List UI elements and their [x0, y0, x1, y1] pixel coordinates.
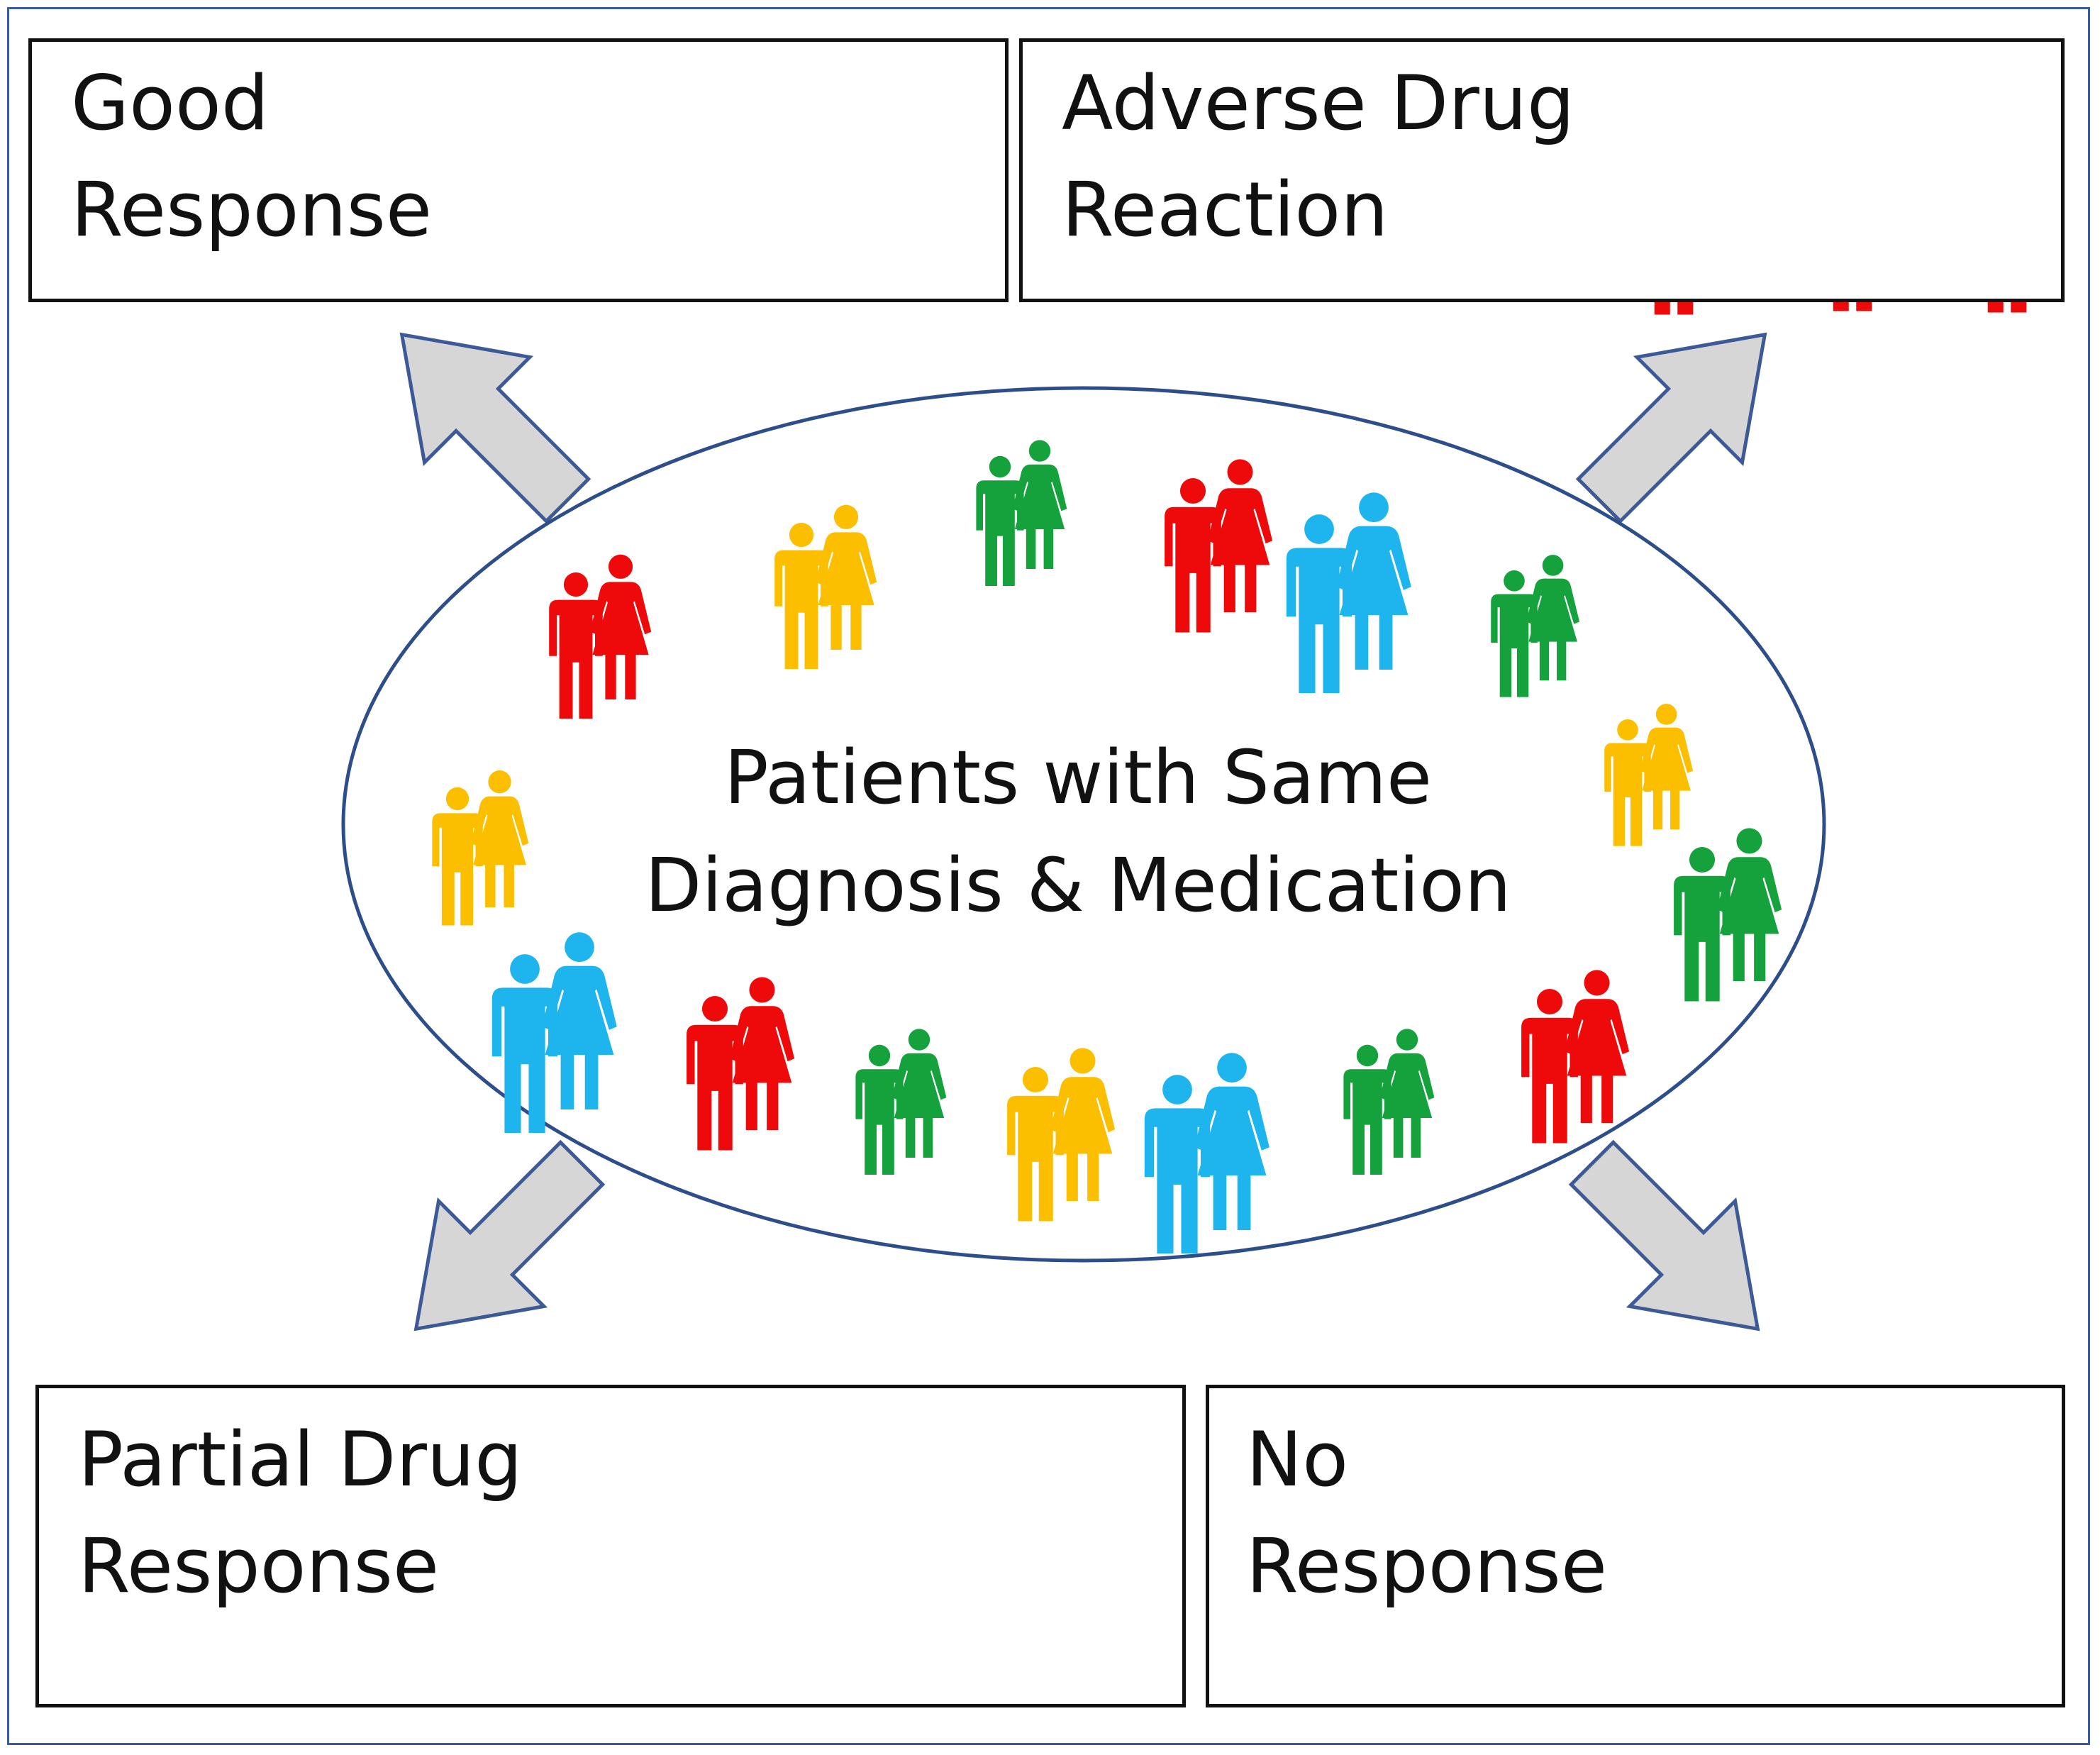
cohort-label-line1: Patients with Same [723, 734, 1433, 821]
arrow-to-good-response-icon [399, 332, 591, 524]
arrow-to-adverse-reaction-icon [1575, 332, 1767, 524]
arrow-to-no-response-icon [1568, 1139, 1760, 1332]
cohort-label: Patients with Same Diagnosis & Medicatio… [610, 724, 1546, 939]
arrow-to-partial-response-icon [413, 1139, 606, 1332]
figure-frame [7, 7, 2090, 1745]
cohort-label-line2: Diagnosis & Medication [645, 842, 1511, 929]
